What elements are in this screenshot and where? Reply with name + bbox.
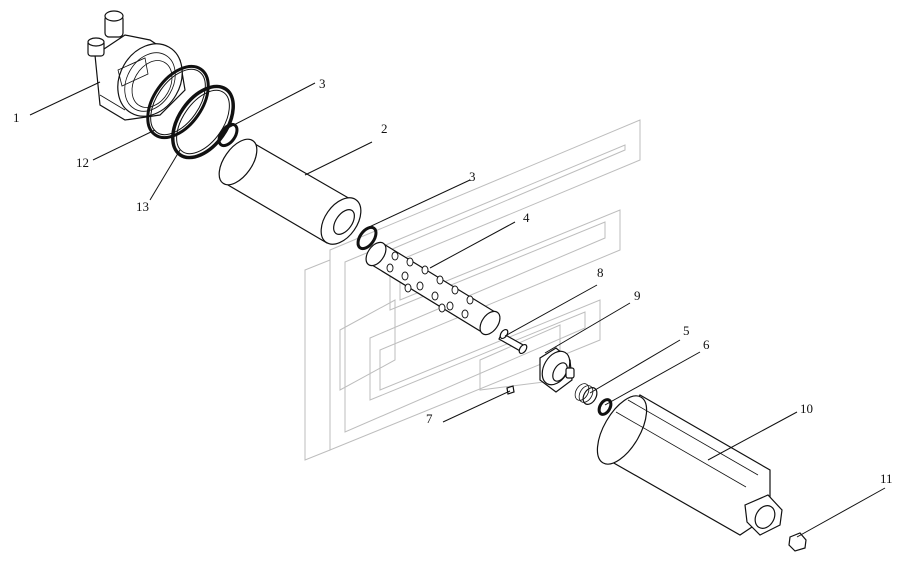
callout-6: 6: [703, 337, 710, 352]
callout-2: 2: [381, 121, 388, 136]
drain-plug: [788, 532, 807, 552]
callout-10: 10: [800, 401, 813, 416]
washer: [597, 398, 613, 416]
callout-3b: 3: [469, 169, 476, 184]
valve-body: [539, 347, 575, 393]
perforated-tube: [365, 241, 501, 336]
filter-element: [218, 138, 362, 245]
small-o-ring-3a: [217, 122, 239, 148]
callouts: 1 2 3 3 4 5 6 7 8 9 10 11 12 13: [13, 76, 893, 486]
o-ring-12: [146, 64, 210, 140]
filter-housing: [596, 394, 783, 536]
callout-5: 5: [683, 323, 690, 338]
callout-13: 13: [136, 199, 149, 214]
leader-lines: [29, 81, 886, 538]
spring-pin: [498, 328, 528, 355]
small-pin: [506, 385, 515, 395]
spring: [574, 383, 598, 405]
callout-3a: 3: [319, 76, 326, 91]
callout-1: 1: [13, 110, 20, 125]
callout-4: 4: [523, 210, 530, 225]
small-o-ring-3b: [356, 225, 378, 251]
callout-8: 8: [597, 265, 604, 280]
filter-head: [87, 10, 186, 121]
callout-12: 12: [76, 155, 89, 170]
callout-7: 7: [426, 411, 433, 426]
callout-11: 11: [880, 471, 893, 486]
callout-9: 9: [634, 288, 641, 303]
